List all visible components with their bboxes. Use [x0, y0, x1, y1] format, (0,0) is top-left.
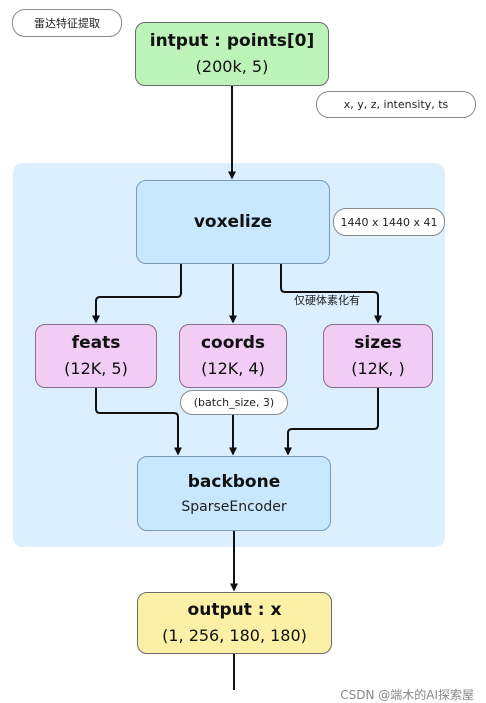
- voxelize-title: voxelize: [193, 212, 273, 232]
- input-title: intput : points[0]: [149, 31, 315, 51]
- backbone-title: backbone: [187, 471, 281, 492]
- input-box: intput : points[0] (200k, 5): [135, 22, 329, 86]
- grid-size-tag: 1440 x 1440 x 41: [333, 208, 445, 236]
- hard-voxel-note: 仅硬体素化有: [294, 294, 360, 307]
- sizes-box: sizes (12K, ): [323, 324, 433, 388]
- output-shape: (1, 256, 180, 180): [162, 626, 307, 645]
- input-fields-tag: x, y, z, intensity, ts: [316, 91, 476, 118]
- backbone-subtitle: SparseEncoder: [181, 498, 287, 515]
- header-tag: 雷达特征提取: [12, 9, 122, 37]
- arrow-voxelize-to-sizes: [280, 264, 382, 324]
- arrow-voxelize-to-feats: [92, 264, 182, 324]
- voxelize-box: voxelize: [136, 180, 330, 264]
- arrow-feats-to-backbone: [95, 388, 182, 456]
- coords-title: coords: [200, 333, 266, 353]
- coords-box: coords (12K, 4): [179, 324, 287, 388]
- feats-box: feats (12K, 5): [35, 324, 157, 388]
- input-shape: (200k, 5): [195, 57, 269, 76]
- output-box: output : x (1, 256, 180, 180): [137, 592, 332, 654]
- coords-shape: (12K, 4): [201, 359, 265, 378]
- output-title: output : x: [187, 600, 282, 620]
- batch-size-tag: (batch_size, 3): [180, 390, 288, 415]
- feats-shape: (12K, 5): [64, 359, 128, 378]
- sizes-shape: (12K, ): [351, 359, 405, 378]
- sizes-title: sizes: [354, 333, 402, 353]
- arrow-sizes-to-backbone: [284, 388, 379, 456]
- watermark: CSDN @端木的AI探索屋: [340, 688, 474, 702]
- backbone-box: backbone SparseEncoder: [137, 456, 331, 531]
- feats-title: feats: [71, 333, 121, 353]
